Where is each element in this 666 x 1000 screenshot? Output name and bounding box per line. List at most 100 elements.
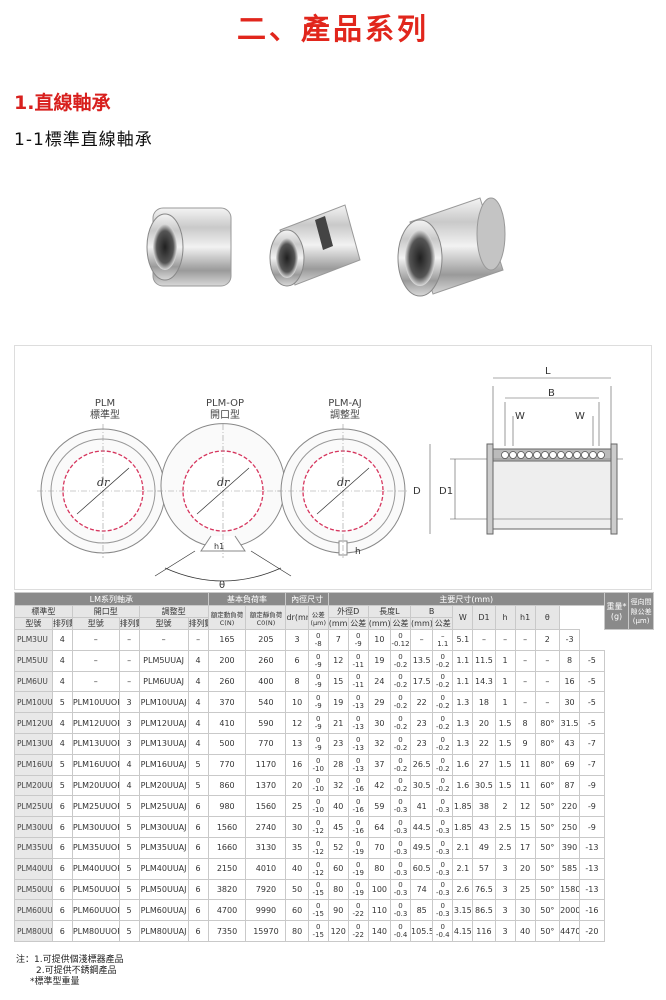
header-w: W (452, 605, 474, 630)
table-cell: PLM13UUAJ (138, 732, 189, 755)
tolerance-cell: –1.1 (432, 629, 454, 651)
tolerance-cell: 0-0.2 (432, 732, 454, 755)
table-cell: 165 (207, 629, 247, 651)
table-cell: 4470 (559, 920, 581, 942)
table-cell: 390 (559, 836, 581, 859)
table-cell: 74 (410, 878, 434, 901)
header-rows: 排列數 (187, 617, 209, 630)
table-cell: 87 (559, 774, 581, 797)
footnote-2: 2.可提供不銹鋼產品 (36, 966, 117, 976)
tolerance-cell: 0-0.2 (390, 649, 412, 672)
subsection-heading: 1-1標準直線軸承 (14, 130, 153, 150)
table-cell: 6 (187, 878, 209, 901)
table-cell: 30 (514, 899, 536, 922)
table-cell: 69 (559, 753, 581, 776)
table-cell: 100 (367, 878, 392, 901)
tolerance-cell: 0-0.3 (390, 795, 412, 818)
table-cell: 1660 (207, 836, 247, 859)
tolerance-cell: 0-0.12 (390, 629, 412, 651)
header-mm: (mm) (327, 617, 349, 630)
header-b: B (410, 605, 454, 618)
model-cell: PLM12UU (14, 712, 53, 734)
table-cell: PLM20UUAJ (138, 774, 189, 797)
tolerance-cell: 0-0.2 (432, 712, 454, 734)
footnote-1: 注：1.可提供個淺標器產品 (16, 955, 124, 965)
table-cell: 50° (534, 795, 561, 818)
tolerance-cell: 0-13 (347, 732, 369, 755)
table-cell: 3820 (207, 878, 247, 901)
table-cell: – (118, 670, 140, 693)
table-cell: PLM35UUOP (71, 836, 120, 859)
table-cell: – (514, 649, 536, 672)
table-cell: 15970 (245, 920, 287, 942)
svg-text:W: W (515, 411, 525, 422)
table-cell: – (514, 629, 536, 651)
table-cell: 5 (51, 774, 73, 797)
tolerance-cell: 0-0.3 (432, 857, 454, 880)
table-cell: 8 (559, 649, 581, 672)
table-cell: 50° (534, 920, 561, 942)
table-cell: 770 (207, 753, 247, 776)
table-cell: 17.5 (410, 670, 434, 693)
table-cell: 3 (494, 899, 516, 922)
table-cell: 4 (51, 712, 73, 734)
table-cell: PLM25UUAJ (138, 795, 189, 818)
table-cell: 32 (367, 732, 392, 755)
table-cell: 8 (514, 712, 536, 734)
table-cell: 6 (187, 816, 209, 838)
table-cell: 6 (51, 816, 73, 838)
table-cell: 4 (51, 629, 73, 651)
table-cell: 2740 (245, 816, 287, 838)
footnote-3: *標準型重量 (30, 977, 80, 987)
svg-text:L: L (545, 366, 551, 377)
table-cell: 11 (514, 774, 536, 797)
header-inner-dim: 內徑尺寸 (285, 592, 329, 606)
table-cell: 50 (285, 878, 309, 901)
header-clearance: 徑向間隙公差(μm) (628, 592, 654, 630)
table-cell: 3 (118, 691, 140, 714)
table-cell: -5 (579, 691, 605, 714)
table-cell: 1.85 (452, 795, 474, 818)
table-cell: 32 (327, 774, 349, 797)
table-cell: 85 (410, 899, 434, 922)
header-model: 型號 (138, 617, 189, 630)
header-lm-series: LM系列軸承 (14, 592, 209, 606)
header-theta: θ (534, 605, 561, 630)
table-cell: 4 (187, 732, 209, 755)
table-cell: PLM30UUAJ (138, 816, 189, 838)
table-cell: 21 (327, 712, 349, 734)
table-cell: 50° (534, 816, 561, 838)
tolerance-cell: 0-9 (307, 732, 329, 755)
table-cell: -3 (559, 629, 581, 651)
svg-text:h: h (355, 547, 361, 557)
svg-text:θ: θ (219, 580, 225, 591)
table-cell: 1 (494, 691, 516, 714)
table-cell: 1.6 (452, 753, 474, 776)
table-cell: – (410, 629, 434, 651)
table-cell: 980 (207, 795, 247, 818)
table-cell: 9 (514, 732, 536, 755)
table-cell: 1.5 (494, 774, 516, 797)
table-cell: 50° (534, 836, 561, 859)
table-cell: 13 (285, 732, 309, 755)
table-cell: 2000 (559, 899, 581, 922)
tolerance-cell: 0-0.3 (432, 795, 454, 818)
table-cell: 1.3 (452, 732, 474, 755)
table-cell: 44.5 (410, 816, 434, 838)
table-cell: 37 (367, 753, 392, 776)
model-cell: PLM50UU (14, 878, 53, 901)
table-cell: 80° (534, 753, 561, 776)
table-cell: 57 (472, 857, 496, 880)
table-cell: PLM12UUOP (71, 712, 120, 734)
table-cell: 40 (514, 920, 536, 942)
tolerance-cell: 0-0.2 (390, 670, 412, 693)
table-cell: 4 (51, 732, 73, 755)
tolerance-cell: 0-12 (307, 857, 329, 880)
table-cell: 11 (514, 753, 536, 776)
